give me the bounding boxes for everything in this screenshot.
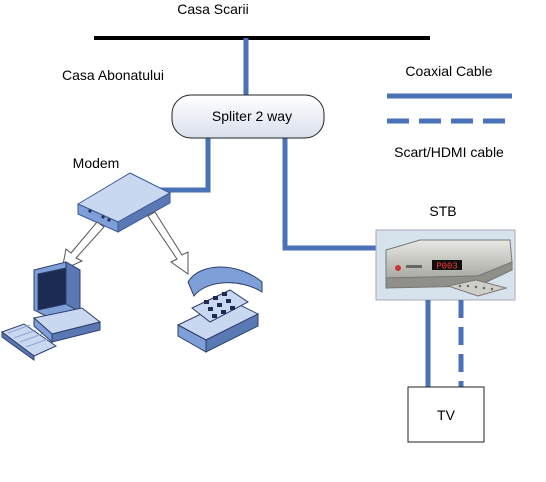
stb-display-text: P003 bbox=[436, 262, 458, 272]
modem-icon bbox=[76, 172, 172, 233]
legend-scart-label: Scart/HDMI cable bbox=[394, 144, 504, 160]
computer-icon bbox=[0, 261, 102, 361]
coax-splitter-to-modem bbox=[160, 138, 211, 193]
splitter-box bbox=[171, 94, 325, 139]
building-label: Casa Scarii bbox=[177, 1, 249, 17]
legend-coaxial-label: Coaxial Cable bbox=[405, 63, 492, 79]
tv-box bbox=[407, 386, 485, 443]
tv-label: TV bbox=[437, 407, 456, 423]
subscriber-home-label: Casa Abonatului bbox=[62, 67, 164, 83]
stb-label: STB bbox=[429, 203, 456, 219]
coax-splitter-to-stb bbox=[282, 138, 380, 251]
telephone-icon bbox=[176, 266, 263, 353]
arrow-modem-to-phone bbox=[147, 211, 189, 275]
modem-label: Modem bbox=[73, 155, 120, 171]
splitter-label: Spliter 2 way bbox=[212, 108, 292, 124]
set-top-box-image: P003 bbox=[375, 229, 516, 301]
